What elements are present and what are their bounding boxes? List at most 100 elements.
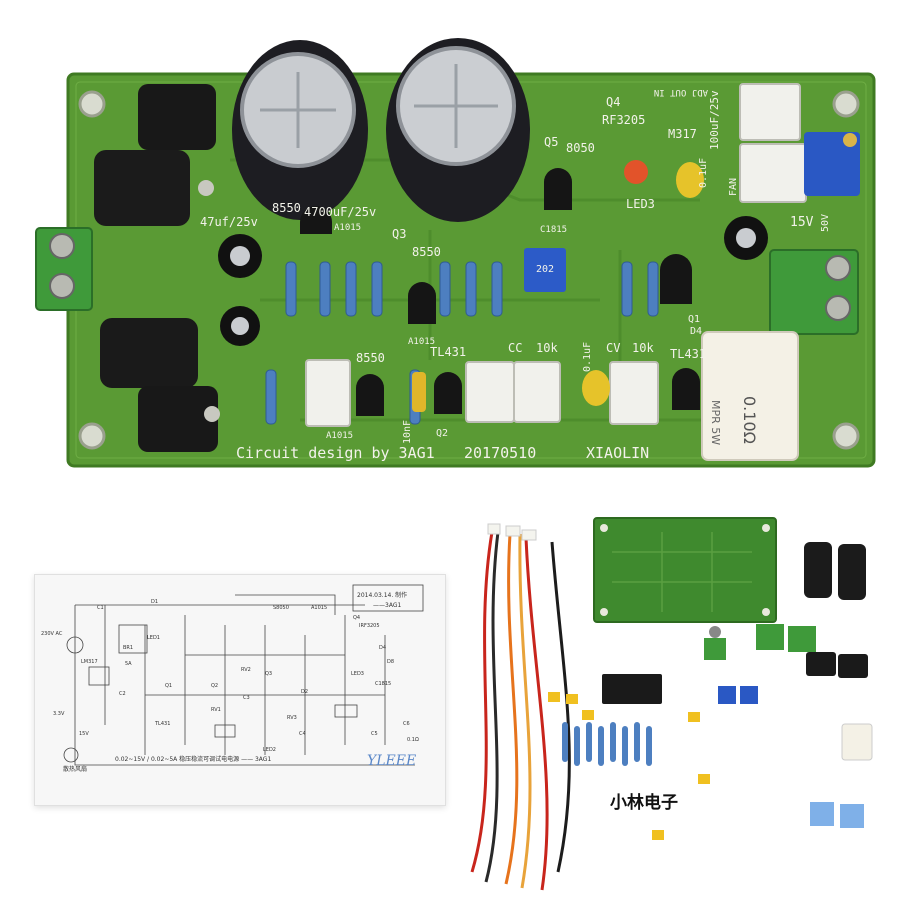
power-transistors-left — [94, 84, 220, 452]
sch-part-led2: LED2 — [263, 747, 276, 753]
kit-resistors — [562, 722, 652, 766]
label-50v: 50V — [820, 214, 831, 232]
sch-volt-15v: 15V — [79, 731, 89, 737]
pcb-maker: XIAOLIN — [586, 444, 649, 462]
sch-part-d8: D8 — [387, 659, 394, 665]
kit-parts-photo: 小林电子 — [470, 517, 873, 891]
schematic-logo: YLEEE — [367, 753, 416, 769]
small-capacitors — [218, 216, 768, 346]
label-c1815: C1815 — [540, 225, 567, 235]
label-01uf-top: 0.1uF — [698, 158, 709, 188]
sch-part-c5: C5 — [371, 731, 378, 737]
label-tl431-right: TL431 — [670, 347, 706, 361]
sch-volt-3v3: 3.3V — [53, 711, 65, 717]
kit-trimmers — [718, 686, 758, 704]
terminal-block-input — [35, 227, 93, 311]
terminal-block-output — [769, 249, 859, 335]
label-15v: 15V — [790, 215, 814, 230]
label-10k-cv: 10k — [632, 341, 654, 355]
label-q1: Q1 — [688, 314, 700, 325]
sch-part-c3: C3 — [243, 695, 250, 701]
sch-part-br1: BR1 — [123, 645, 133, 651]
sch-part-a1015: A1015 — [311, 605, 327, 611]
bulk-capacitor-right — [386, 38, 530, 222]
schematic-date: 2014.03.14. 制作 — [357, 591, 407, 599]
label-a1015-top: A1015 — [334, 223, 361, 233]
sch-part-irf3205: IRF3205 — [359, 623, 380, 629]
bare-pcb — [593, 517, 777, 623]
kit-terminal-blocks — [756, 624, 816, 652]
sch-part-rv2: RV2 — [241, 667, 251, 673]
schematic-fan-label: 散热风扇 — [63, 765, 87, 773]
sch-part-c1: C1 — [97, 605, 104, 611]
label-8550-mid: 8550 — [412, 245, 441, 259]
label-shunt-type: MPR 5W — [709, 400, 722, 445]
label-mosfet: RF3205 — [602, 113, 645, 127]
wire-connectors — [487, 523, 537, 541]
label-100uf: 100uF/25v — [708, 90, 721, 150]
label-202: 202 — [536, 264, 554, 275]
label-01uf-mid: 0.1uF — [582, 342, 593, 372]
label-8550-top: 8550 — [272, 201, 301, 215]
label-cv: CV — [606, 341, 620, 355]
sch-part-led1: LED1 — [147, 635, 160, 641]
kit-potentiometers — [704, 626, 726, 660]
label-adj-out-in: ADJ OUT IN — [654, 87, 708, 97]
schematic-title: 0.02~15V / 0.02~5A 稳压稳流可调试电电源 —— 3AG1 — [115, 755, 271, 763]
bulk-capacitor-left — [232, 40, 368, 220]
label-tl431-left: TL431 — [430, 345, 466, 359]
label-10k-cc: 10k — [536, 341, 558, 355]
sch-part-c2: C2 — [119, 691, 126, 697]
kit-electrolytic-capacitors — [804, 542, 866, 600]
pcb-credit: Circuit design by 3AG1 — [236, 444, 435, 462]
label-fan: FAN — [728, 178, 739, 196]
small-transistors — [300, 168, 700, 416]
sch-part-lm317: LM317 — [81, 659, 98, 665]
sch-part-q3: Q3 — [265, 671, 272, 677]
sch-part-d4: D4 — [379, 645, 386, 651]
schematic-drawing: LM317 BR1 Q1 Q2 Q3 Q4 IRF3205 TL431 A101… — [41, 584, 424, 773]
kit-shunt-and-pads — [810, 723, 873, 828]
trimmer-potentiometers — [524, 132, 860, 292]
schematic-author: ——3AG1 — [373, 602, 401, 609]
resistor-array — [265, 261, 659, 425]
sch-volt-ac: 230V AC — [41, 631, 63, 637]
sch-part-q2: Q2 — [211, 683, 218, 689]
sch-part-c6: C6 — [403, 721, 410, 727]
sch-part-rv3: RV3 — [287, 715, 297, 721]
silkscreen-labels: Q4 RF3205 Q5 8050 ADJ OUT IN M317 LED3 1… — [200, 87, 831, 462]
label-a1015-bot: A1015 — [326, 431, 353, 441]
sch-part-led3: LED3 — [351, 671, 364, 677]
sch-part-d1: D1 — [151, 599, 158, 605]
sch-part-q4: Q4 — [353, 615, 360, 621]
label-47uf: 47uf/25v — [200, 215, 258, 229]
label-4700uf: 4700uF/25v — [304, 205, 376, 219]
label-q4: Q4 — [606, 95, 620, 109]
ceramic-capacitors-and-leds — [412, 160, 704, 412]
label-d4: D4 — [690, 326, 702, 337]
label-led3: LED3 — [626, 197, 655, 211]
assembled-pcb-photo: Q4 RF3205 Q5 8050 ADJ OUT IN M317 LED3 1… — [35, 38, 876, 468]
shunt-resistor — [701, 331, 799, 461]
sch-part-c1815: C1815 — [375, 681, 391, 687]
pcb-date-code: 20170510 — [464, 444, 536, 462]
label-q2: Q2 — [436, 428, 448, 439]
label-cc: CC — [508, 341, 522, 355]
label-8050: 8050 — [566, 141, 595, 155]
sch-part-rv1: RV1 — [211, 707, 221, 713]
schematic-diagram: LM317 BR1 Q1 Q2 Q3 Q4 IRF3205 TL431 A101… — [34, 574, 446, 806]
sch-volt-5a: 5A — [125, 661, 132, 667]
label-q3: Q3 — [392, 227, 406, 241]
label-q5: Q5 — [544, 135, 558, 149]
label-shunt-value: 0.10Ω — [740, 396, 759, 444]
sch-part-s8050: S8050 — [273, 605, 289, 611]
label-a1015-mid: A1015 — [408, 337, 435, 347]
label-10nf: 10nF — [402, 420, 413, 444]
sch-volt-shunt: 0.1Ω — [407, 737, 419, 743]
connection-wires — [470, 531, 571, 891]
sch-part-q1: Q1 — [165, 683, 172, 689]
kit-watermark: 小林电子 — [610, 792, 678, 813]
kit-ceramic-capacitors — [548, 692, 710, 840]
label-lm317: M317 — [668, 127, 697, 141]
sch-part-d2: D2 — [301, 689, 308, 695]
